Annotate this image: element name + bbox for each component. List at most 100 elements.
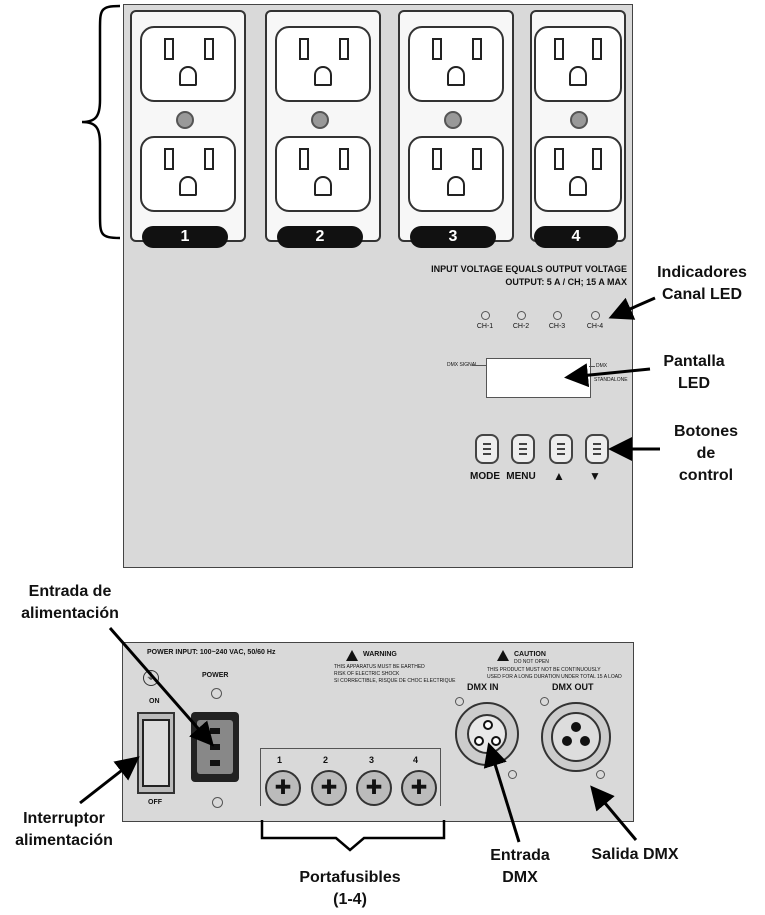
power-input-text: POWER INPUT: 100~240 VAC, 50/60 Hz — [147, 649, 276, 656]
outlet-number: 4 — [534, 226, 618, 248]
display-right-label-1: DMX — [596, 363, 608, 369]
socket-slot — [472, 148, 482, 170]
outlets-brace — [81, 4, 121, 240]
fuse-holder-3[interactable]: ✚ — [356, 770, 392, 806]
fuse-bracket — [260, 748, 440, 749]
pilot-light — [444, 111, 462, 129]
socket — [534, 136, 622, 212]
xlr-pin — [571, 722, 581, 732]
callout-power-entry: Entrada de alimentación — [0, 581, 140, 625]
socket-ground — [447, 66, 465, 86]
outlet-number: 3 — [410, 226, 496, 248]
inlet-pin — [210, 728, 220, 734]
callout-dmx-output: Salida DMX — [570, 844, 700, 866]
dmx-out-connector[interactable] — [541, 702, 611, 772]
warning-line3: SI CORRECTIBLE, RISQUE DE CHOC ELECTRIQU… — [334, 678, 456, 684]
callout-line: Salida DMX — [591, 846, 679, 863]
led-dot — [516, 311, 526, 320]
socket — [275, 136, 371, 212]
caution-line1: THIS PRODUCT MUST NOT BE CONTINUOUSLY — [487, 667, 601, 673]
dmx-out-screw — [596, 770, 605, 779]
socket-slot — [592, 148, 602, 170]
dmx-in-screw — [455, 697, 464, 706]
led-indicator-3: CH-3 — [544, 311, 570, 330]
outlet-module-3 — [398, 10, 514, 242]
socket — [534, 26, 622, 102]
socket-slot — [554, 38, 564, 60]
dmx-out-screw — [540, 697, 549, 706]
callout-fuse-holders: Portafusibles (1-4) — [285, 867, 415, 911]
power-switch-rocker[interactable] — [142, 719, 170, 787]
led-dot — [590, 311, 600, 320]
socket — [408, 136, 504, 212]
dmx-out-face — [551, 712, 601, 762]
socket-slot — [554, 148, 564, 170]
mode-button[interactable] — [475, 434, 499, 464]
power-inlet[interactable] — [191, 712, 239, 782]
warning-title: WARNING — [363, 651, 397, 658]
outlet-module-4 — [530, 10, 626, 242]
callout-line: (1-4) — [333, 891, 367, 908]
socket-slot — [432, 148, 442, 170]
warning-triangle-icon — [346, 650, 358, 661]
socket — [275, 26, 371, 102]
fuse-number: 2 — [323, 755, 329, 765]
callout-line: Interruptor — [23, 810, 105, 827]
xlr-pin — [474, 736, 484, 746]
callout-dmx-input: Entrada DMX — [480, 845, 560, 889]
xlr-pin — [580, 736, 590, 746]
led-indicator-2: CH-2 — [508, 311, 534, 330]
dmx-in-label: DMX IN — [467, 682, 499, 692]
socket-ground — [314, 66, 332, 86]
callout-power-switch: Interruptor alimentación — [0, 808, 128, 852]
dmx-in-screw — [508, 770, 517, 779]
led-label: CH-1 — [476, 323, 494, 330]
callout-line: Botones — [674, 423, 738, 440]
callout-led-indicators: Indicadores Canal LED — [640, 262, 764, 306]
socket-ground — [179, 66, 197, 86]
socket-ground — [179, 176, 197, 196]
up-arrow-icon: ▲ — [553, 469, 565, 483]
caution-sub: DO NOT OPEN — [514, 659, 549, 665]
callout-line: Canal LED — [661, 286, 742, 303]
callout-line: control — [678, 467, 734, 484]
down-button[interactable] — [585, 434, 609, 464]
fuse-holder-2[interactable]: ✚ — [311, 770, 347, 806]
socket-ground — [447, 176, 465, 196]
display-left-label: DMX SIGNAL — [447, 362, 478, 368]
callout-line: Pantalla — [663, 353, 725, 370]
socket-slot — [204, 148, 214, 170]
callout-line: Portafusibles — [299, 869, 401, 886]
outlet-number: 2 — [277, 226, 363, 248]
socket-slot — [164, 38, 174, 60]
inlet-pin — [210, 760, 220, 766]
display-right-label-2: STANDALONE — [594, 377, 628, 383]
voltage-note-line1: INPUT VOLTAGE EQUALS OUTPUT VOLTAGE — [431, 264, 627, 274]
caution-triangle-icon — [497, 650, 509, 661]
callout-line: DMX — [502, 869, 538, 886]
up-button[interactable] — [549, 434, 573, 464]
fuse-holder-1[interactable]: ✚ — [265, 770, 301, 806]
socket — [140, 26, 236, 102]
callout-line: de — [696, 445, 716, 462]
power-inlet-screw — [212, 797, 223, 808]
menu-button[interactable] — [511, 434, 535, 464]
led-display-arrow — [564, 363, 651, 388]
socket — [408, 26, 504, 102]
xlr-pin — [562, 736, 572, 746]
pilot-light — [570, 111, 588, 129]
led-indicators-arrow — [608, 296, 656, 320]
socket-slot — [299, 38, 309, 60]
fuse-number: 4 — [413, 755, 419, 765]
pilot-light — [176, 111, 194, 129]
dmx-out-label: DMX OUT — [552, 682, 594, 692]
socket-slot — [164, 148, 174, 170]
callout-line: LED — [678, 375, 710, 392]
mode-button-label: MODE — [470, 471, 500, 482]
caution-title: CAUTION — [514, 651, 546, 658]
fuse-brace — [260, 820, 446, 852]
fuse-holder-4[interactable]: ✚ — [401, 770, 437, 806]
ground-symbol-icon: ⏚ — [143, 670, 159, 686]
inlet-pin — [210, 744, 220, 750]
